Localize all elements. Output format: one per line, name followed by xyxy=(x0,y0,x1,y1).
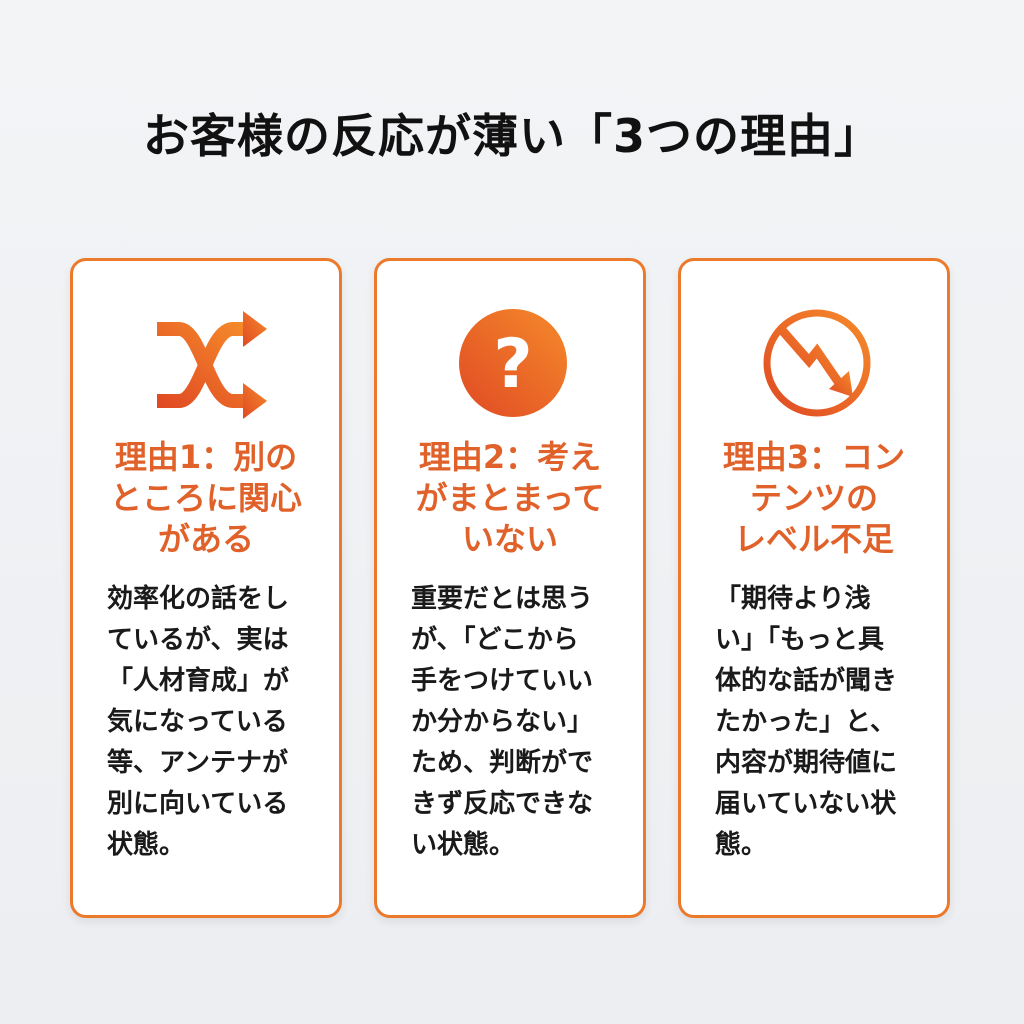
body-line: 体的な話が聞き xyxy=(715,666,898,696)
body-line: 等、アンテナが xyxy=(107,748,288,778)
body-line: 状態。 xyxy=(107,830,186,860)
card-title-line: 理由1：別の xyxy=(114,438,298,476)
body-line: い状態。 xyxy=(411,830,516,860)
card-title-line: 理由3：コン xyxy=(722,438,906,476)
body-line: 気になっている xyxy=(107,707,288,737)
body-line: か分からない」 xyxy=(411,707,594,737)
body-line: 「人材育成」が xyxy=(107,666,290,696)
reason-card-2: ? 理由2：考え がまとまって いない 重要だとは思う が、「どこから 手をつけ… xyxy=(374,258,646,918)
card-title-line: いない xyxy=(461,520,558,558)
card-title: 理由3：コン テンツの レベル不足 xyxy=(681,437,947,560)
shuffle-icon xyxy=(157,311,267,419)
body-line: きず反応できな xyxy=(411,789,594,819)
card-title-line: ところに関心 xyxy=(109,479,302,517)
body-line: 「期待より浅 xyxy=(715,584,871,614)
reason-card-3: 理由3：コン テンツの レベル不足 「期待より浅 い」「もっと具 体的な話が聞き… xyxy=(678,258,950,918)
card-title: 理由1：別の ところに関心 がある xyxy=(73,437,339,560)
body-line: 内容が期待値に xyxy=(715,748,898,778)
card-title-line: がある xyxy=(157,520,254,558)
card-title: 理由2：考え がまとまって いない xyxy=(377,437,643,560)
body-line: い」「もっと具 xyxy=(715,625,885,655)
body-line: 態。 xyxy=(715,830,768,860)
body-line: が、「どこから xyxy=(411,625,579,655)
page-title: お客様の反応が薄い「3つの理由」 xyxy=(142,109,881,163)
card-title-line: 理由2：考え xyxy=(418,438,602,476)
body-line: ているが、実は xyxy=(107,625,289,655)
card-body: 重要だとは思う が、「どこから 手をつけていい か分からない」 ため、判断がで … xyxy=(411,579,623,866)
body-line: ため、判断がで xyxy=(411,748,594,778)
card-body: 効率化の話をし ているが、実は 「人材育成」が 気になっている 等、アンテナが … xyxy=(107,579,319,866)
reason-card-1: 理由1：別の ところに関心 がある 効率化の話をし ているが、実は 「人材育成」… xyxy=(70,258,342,918)
declining-chart-circle-icon xyxy=(763,309,871,417)
body-line: 効率化の話をし xyxy=(107,584,290,614)
svg-text:?: ? xyxy=(493,325,532,404)
question-circle-icon: ? xyxy=(459,309,567,417)
card-title-line: がまとまって xyxy=(415,479,605,517)
body-line: 別に向いている xyxy=(107,789,289,819)
body-line: 届いていない状 xyxy=(715,789,897,819)
body-line: 重要だとは思う xyxy=(411,584,594,614)
card-title-line: レベル不足 xyxy=(733,520,894,558)
card-body: 「期待より浅 い」「もっと具 体的な話が聞き たかった」と、 内容が期待値に 届… xyxy=(715,579,927,866)
body-line: 手をつけていい xyxy=(411,666,594,696)
body-line: たかった」と、 xyxy=(715,707,896,737)
card-title-line: テンツの xyxy=(749,479,878,517)
